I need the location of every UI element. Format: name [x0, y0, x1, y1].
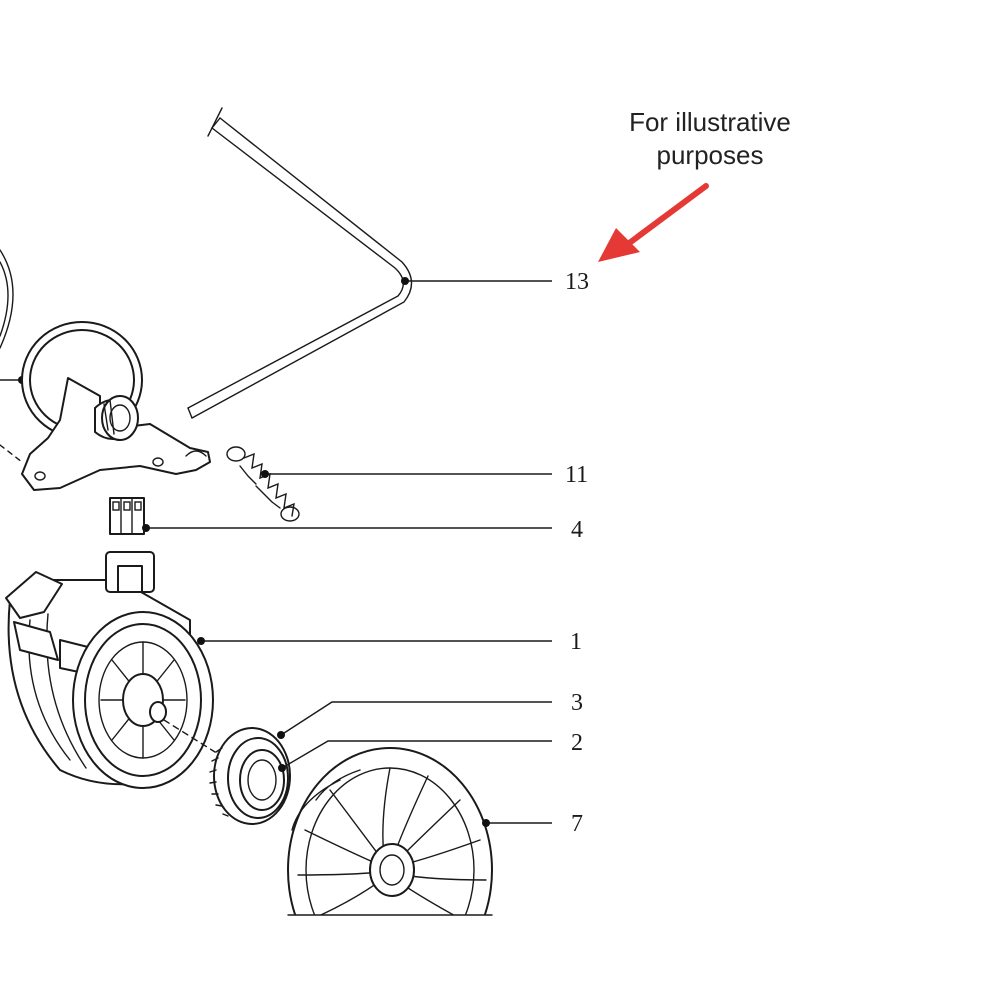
fan-impeller — [287, 747, 493, 915]
tensioner-pulley-bracket — [21, 321, 211, 491]
callout-1: 1 — [570, 629, 582, 655]
callout-11: 11 — [565, 462, 588, 488]
callout-13: 13 — [565, 269, 589, 295]
tension-spring — [226, 446, 300, 522]
callout-7: 7 — [571, 811, 583, 837]
seal — [239, 749, 285, 811]
callout-4: 4 — [571, 517, 583, 543]
note-line-2: purposes — [656, 140, 764, 170]
connector — [109, 497, 145, 535]
note-line-1: For illustrative — [629, 107, 791, 137]
red-arrow-icon — [598, 183, 709, 262]
drum-ring-partial — [0, 249, 26, 463]
motor — [5, 551, 216, 789]
callout-3: 3 — [571, 690, 583, 716]
leader-lines — [142, 277, 552, 827]
illustrative-note: For illustrative purposes — [600, 106, 820, 172]
callout-2: 2 — [571, 730, 583, 756]
drive-belt — [187, 107, 413, 419]
